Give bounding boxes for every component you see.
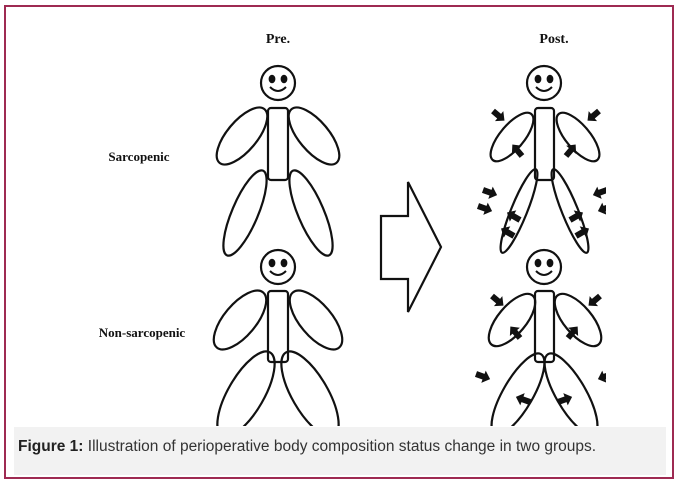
- column-header-pre: Pre.: [266, 32, 290, 47]
- figure-frame: Pre. Post. Sarcopenic Non-sarcopenic: [4, 5, 674, 479]
- row-label-non-sarcopenic: Non-sarcopenic: [99, 325, 186, 340]
- diagram-svg: Pre. Post. Sarcopenic Non-sarcopenic: [74, 18, 606, 426]
- figure-pre-sarcopenic: [208, 66, 348, 260]
- column-header-post: Post.: [539, 32, 568, 47]
- caption-text: Illustration of perioperative body compo…: [83, 438, 596, 455]
- figure-post-sarcopenic: [484, 66, 606, 256]
- transition-arrow-icon: [381, 182, 441, 312]
- figure-pre-non-sarcopenic: [205, 250, 352, 426]
- row-label-sarcopenic: Sarcopenic: [108, 149, 169, 164]
- figure-post-non-sarcopenic: [481, 250, 606, 426]
- figure-caption: Figure 1: Illustration of perioperative …: [18, 437, 658, 457]
- caption-label: Figure 1:: [18, 438, 83, 455]
- caption-box: Figure 1: Illustration of perioperative …: [14, 427, 666, 475]
- body-composition-illustration: Pre. Post. Sarcopenic Non-sarcopenic: [74, 18, 606, 426]
